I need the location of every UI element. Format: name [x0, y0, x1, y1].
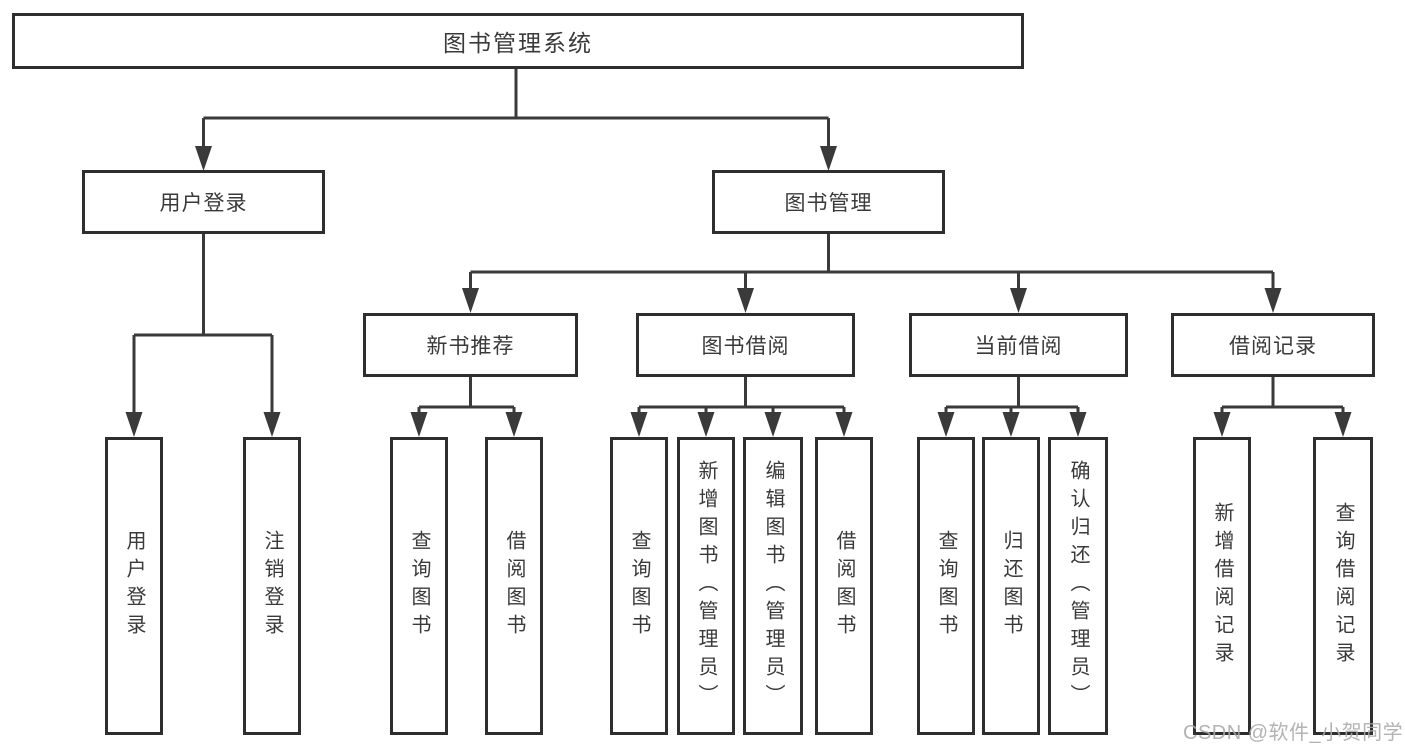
node-leaf-logout-label: 注销登录 [261, 530, 283, 642]
node-user-login: 用户登录 [82, 170, 325, 234]
watermark-text: CSDN @软件_小贺同学 [1183, 722, 1404, 744]
node-current-borrow: 当前借阅 [909, 313, 1128, 377]
node-leaf-user-login: 用户登录 [105, 437, 163, 735]
node-borrow-records: 借阅记录 [1171, 313, 1375, 377]
node-leaf-borrow-books-label: 借阅图书 [833, 530, 855, 642]
node-book-borrow: 图书借阅 [636, 313, 855, 377]
node-leaf-query-books-borrow-label: 查询图书 [628, 530, 650, 642]
node-leaf-borrow-books-recommend-label: 借阅图书 [503, 530, 525, 642]
node-leaf-add-book-admin-label: 新增图书（管理员） [695, 460, 717, 712]
node-book-borrow-label: 图书借阅 [701, 335, 790, 358]
node-book-management: 图书管理 [712, 170, 945, 234]
node-leaf-query-books-current-label: 查询图书 [935, 530, 957, 642]
node-leaf-query-books-recommend-label: 查询图书 [408, 530, 430, 642]
node-root: 图书管理系统 [12, 13, 1024, 69]
node-leaf-edit-book-admin-label: 编辑图书（管理员） [762, 460, 784, 712]
node-leaf-confirm-return-admin-label: 确认归还（管理员） [1067, 460, 1089, 712]
node-leaf-confirm-return-admin: 确认归还（管理员） [1048, 437, 1108, 735]
node-leaf-query-books-borrow: 查询图书 [610, 437, 668, 735]
node-current-borrow-label: 当前借阅 [974, 335, 1063, 358]
node-leaf-query-books-current: 查询图书 [917, 437, 975, 735]
node-book-management-label: 图书管理 [784, 192, 873, 215]
node-leaf-add-book-admin: 新增图书（管理员） [677, 437, 735, 735]
node-borrow-records-label: 借阅记录 [1229, 335, 1317, 358]
node-root-label: 图书管理系统 [443, 30, 593, 56]
node-leaf-add-borrow-record: 新增借阅记录 [1193, 437, 1251, 735]
node-leaf-user-login-label: 用户登录 [123, 530, 145, 642]
node-leaf-query-borrow-record-label: 查询借阅记录 [1332, 502, 1354, 670]
node-leaf-query-books-recommend: 查询图书 [390, 437, 448, 735]
node-leaf-borrow-books-recommend: 借阅图书 [485, 437, 543, 735]
node-leaf-add-borrow-record-label: 新增借阅记录 [1211, 502, 1233, 670]
node-new-book-recommend-label: 新书推荐 [426, 335, 515, 358]
node-leaf-return-books-label: 归还图书 [1000, 530, 1022, 642]
node-user-login-label: 用户登录 [159, 192, 248, 215]
node-new-book-recommend: 新书推荐 [363, 313, 578, 377]
node-leaf-edit-book-admin: 编辑图书（管理员） [743, 437, 803, 735]
node-leaf-borrow-books: 借阅图书 [815, 437, 873, 735]
node-leaf-return-books: 归还图书 [982, 437, 1040, 735]
node-leaf-query-borrow-record: 查询借阅记录 [1313, 437, 1373, 735]
node-leaf-logout: 注销登录 [243, 437, 301, 735]
